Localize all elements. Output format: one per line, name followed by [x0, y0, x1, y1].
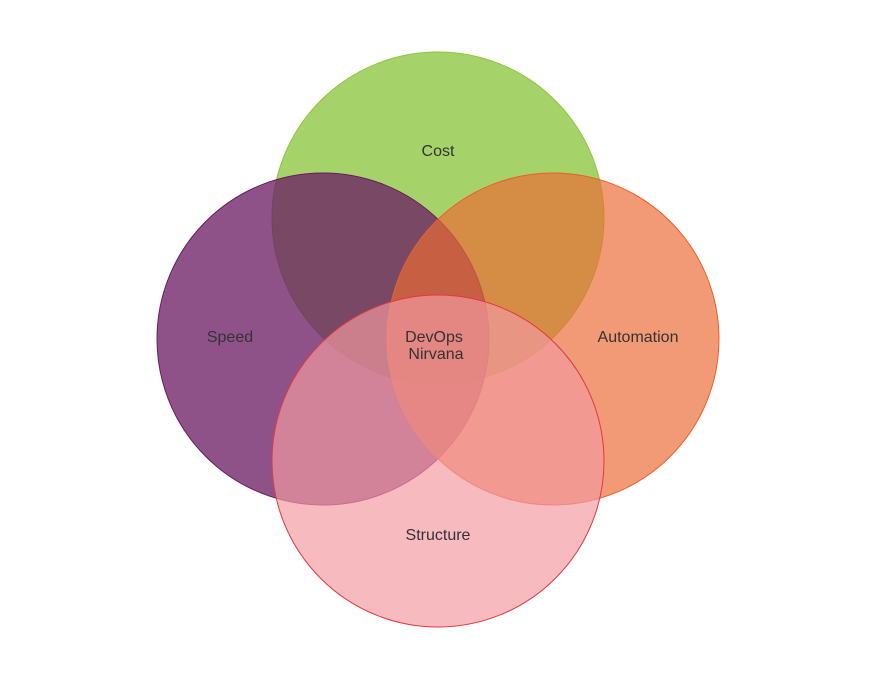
label-cost: Cost	[422, 143, 455, 160]
label-structure: Structure	[406, 527, 471, 544]
label-center-line2: Nirvana	[408, 346, 463, 363]
circle-structure	[271, 294, 605, 628]
label-center-line1: DevOps	[405, 329, 463, 346]
label-speed: Speed	[207, 329, 253, 346]
label-automation: Automation	[598, 329, 679, 346]
